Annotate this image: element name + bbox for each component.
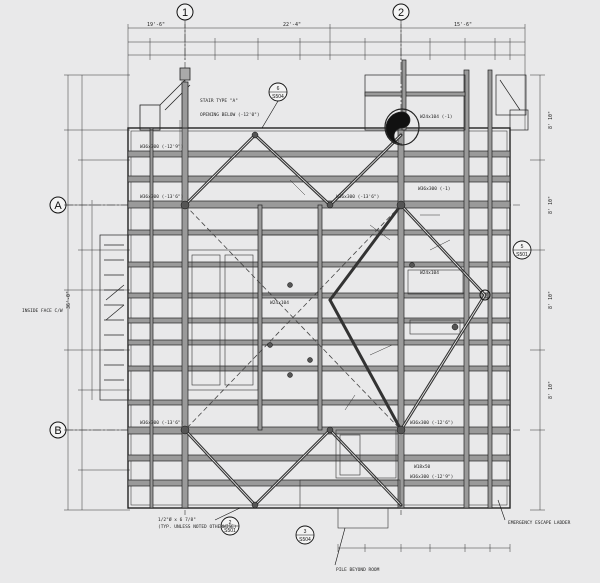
dim-top-left: 19'-6" xyxy=(147,22,165,28)
beam-label-lower-left: W36x300 (-13'6") xyxy=(140,420,183,426)
dim-left-height: 36'-0" xyxy=(66,291,72,309)
top-dimensions xyxy=(127,24,526,130)
top-right-structure xyxy=(364,59,529,146)
right-dimensions xyxy=(530,74,545,511)
dim-right-1: 8' 10" xyxy=(548,111,554,129)
beam-row-2 xyxy=(127,175,511,183)
callout-6-sheet: S504 xyxy=(272,94,284,100)
grid-bubble-1: 1 xyxy=(176,3,194,21)
grid-bubble-2-label: 2 xyxy=(398,7,404,19)
pipe-symbol xyxy=(385,111,411,145)
beam-label-bottom: W36x300 (-12'9") xyxy=(410,474,453,480)
callout-6-number: 6 xyxy=(277,86,280,92)
vertical-beams xyxy=(149,69,493,509)
note-escape-ladder: EMERGENCY ESCAPE LADDER xyxy=(508,520,571,526)
pile-room xyxy=(337,507,389,529)
dim-right-4: 8' 10" xyxy=(548,381,554,399)
callout-2-number: 2 xyxy=(229,520,232,526)
note-bottom-2: (TYP. UNLESS NOTED OTHERWISE) xyxy=(158,524,237,530)
dim-top-middle: 22'-4" xyxy=(283,22,301,28)
dim-right-2: 8' 10" xyxy=(548,196,554,214)
left-dimensions xyxy=(64,74,130,511)
beam-label-top: W36x300 (-12'9") xyxy=(140,144,183,150)
callout-5-sheet: S501 xyxy=(516,252,528,258)
note-bottom-1: 1/2"Ø x 6 7/8" xyxy=(158,516,196,523)
brace-9 xyxy=(328,203,403,302)
secondary-framing xyxy=(187,234,464,529)
bottom-dimensions xyxy=(337,544,511,552)
callout-5-number: 5 xyxy=(521,244,524,250)
opening-circle xyxy=(384,108,420,146)
grid-bubble-a: A xyxy=(49,196,67,214)
column-nodes xyxy=(180,131,491,509)
bottom-leaders xyxy=(214,499,506,566)
section-callout-3: 3 S504 xyxy=(295,525,315,545)
beam-label-small-1: W24x104 (-1) xyxy=(420,114,453,120)
callout-3-sheet: S504 xyxy=(299,537,311,543)
grid-bubble-1-label: 1 xyxy=(182,7,188,19)
callout-2-sheet: S501 xyxy=(224,528,236,534)
beam-label-upper-right: W36x300 (-1) xyxy=(418,186,451,192)
section-callout-2: 2 S501 xyxy=(220,516,240,536)
stair-area xyxy=(139,67,191,131)
beam-col-1 xyxy=(181,127,189,509)
section-callout-5: 5 S501 xyxy=(512,240,532,260)
beam-col-5 xyxy=(463,69,470,509)
beam-label-upper-mid: W36x300 (-13'6") xyxy=(336,194,379,200)
section-callout-6: 6 S504 xyxy=(261,82,288,129)
note-inside-face: INSIDE FACE C/W xyxy=(22,308,63,314)
note-stair-opening: OPENING BELOW (-12'0") xyxy=(200,112,260,118)
beam-label-small-4: W24x104 xyxy=(270,300,289,306)
left-stair xyxy=(99,234,129,401)
beam-label-lower-mid: W36x300 (-12'6") xyxy=(410,420,453,426)
beam-label-upper-left: W36x300 (-13'6") xyxy=(140,194,183,200)
beam-col-4 xyxy=(317,204,323,431)
note-stair: STAIR TYPE "A" xyxy=(200,98,238,104)
grid-bubble-a-label: A xyxy=(54,200,62,212)
dashed-bracing xyxy=(184,204,402,431)
dim-right-3: 8' 10" xyxy=(548,291,554,309)
beam-col-2 xyxy=(397,127,405,509)
beam-row-12 xyxy=(127,454,511,462)
grid-bubble-b-label: B xyxy=(54,425,61,437)
beam-col-7 xyxy=(149,127,154,509)
beam-label-small-2: W24x104 xyxy=(420,270,439,276)
beam-col-3 xyxy=(257,204,263,431)
beam-col-6 xyxy=(487,69,493,509)
beam-row-1 xyxy=(127,150,511,158)
detail-marks xyxy=(179,120,451,411)
callout-3-number: 3 xyxy=(304,529,307,535)
note-pile-room: PILE BEYOND ROOM xyxy=(336,567,380,573)
brace-10 xyxy=(328,298,403,432)
opening-left xyxy=(187,249,259,391)
dim-top-right: 15'-6" xyxy=(454,22,472,28)
grid-bubble-2: 2 xyxy=(392,3,410,21)
brace-inner-lines xyxy=(184,134,486,506)
grid-bubble-b: B xyxy=(49,421,67,439)
beam-label-small-3: W18x50 xyxy=(414,464,431,470)
